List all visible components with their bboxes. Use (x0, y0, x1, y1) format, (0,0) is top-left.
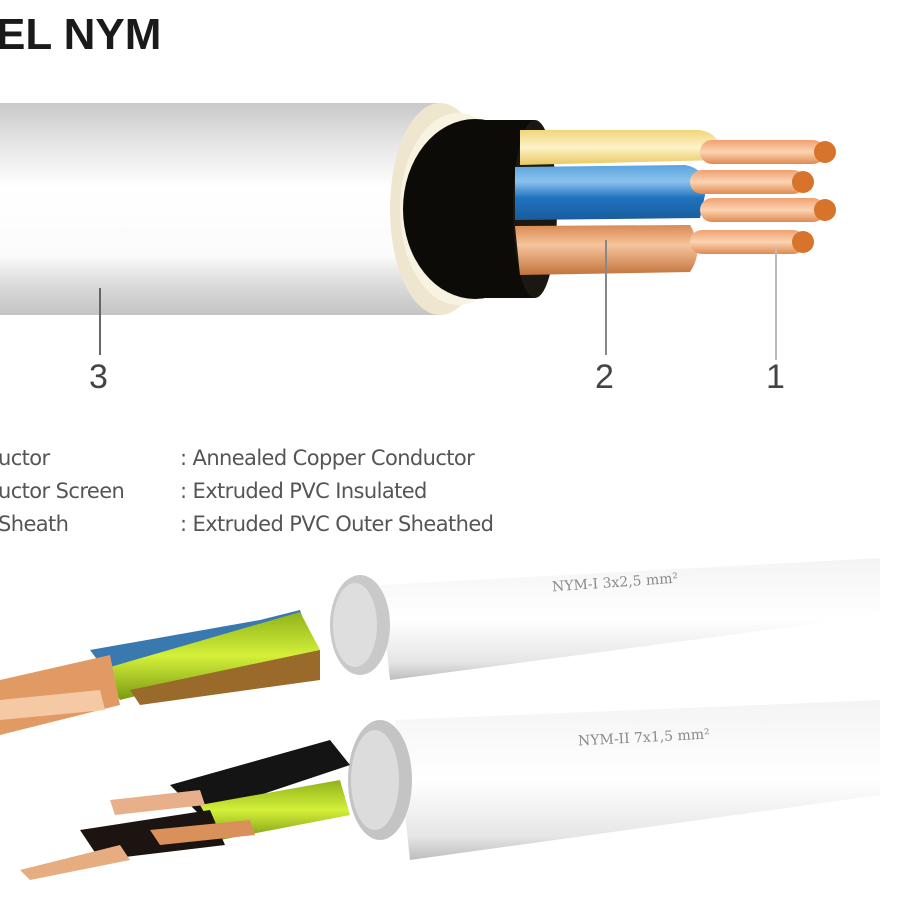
core-yellow (520, 130, 721, 165)
cable-nym-ii (395, 700, 880, 860)
core-green-yellow-upper (100, 612, 320, 700)
top-cable (0, 103, 836, 360)
callout-number-2: 2 (595, 358, 614, 396)
conductor (690, 140, 836, 254)
spec-name-sheath: Sheath (0, 512, 69, 536)
spec-value-sheath: : Extruded PVC Outer Sheathed (180, 512, 494, 536)
core-blue (515, 165, 706, 220)
callout-number-3: 3 (89, 358, 108, 396)
spec-value-conductor: : Annealed Copper Conductor (180, 446, 475, 470)
spec-name-conductor-screen: uctor Screen (0, 479, 125, 503)
outer-sheath (0, 103, 440, 315)
page-title: EL NYM (0, 10, 162, 59)
cable-nym-i (380, 558, 880, 680)
spec-name-conductor: uctor (0, 446, 50, 470)
bottom-cables (0, 558, 880, 880)
callout-number-1: 1 (766, 358, 785, 396)
spec-value-conductor-screen: : Extruded PVC Insulated (180, 479, 427, 503)
